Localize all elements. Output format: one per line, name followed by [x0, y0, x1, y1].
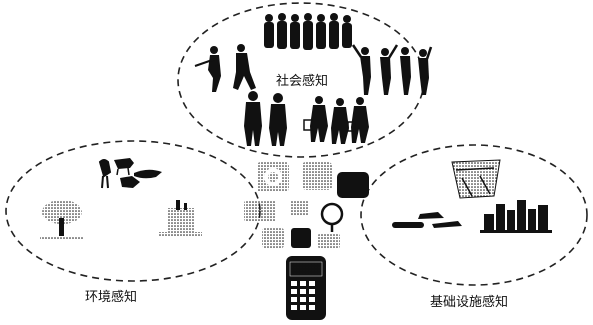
- smartphone-icon: [286, 256, 326, 320]
- infrastructure-perception-label: 基础设施感知: [430, 295, 509, 310]
- app-icons: [244, 162, 369, 248]
- social-crowd-icon: [264, 13, 352, 50]
- golfer-icon: [194, 44, 256, 92]
- vehicles-icon: [392, 212, 462, 228]
- crane-icon: [98, 159, 112, 189]
- tree-icon: [40, 200, 84, 240]
- bridge-icon: [451, 159, 501, 199]
- shopping-people-icon: [244, 91, 369, 146]
- factory-icon: [158, 200, 202, 236]
- city-skyline-icon: [480, 200, 552, 233]
- animals-icon: [114, 158, 162, 188]
- cheering-people-icon: [351, 44, 433, 95]
- environment-perception-label: 环境感知: [85, 290, 138, 305]
- social-perception-label: 社会感知: [276, 74, 329, 89]
- infrastructure-ellipse: [360, 144, 588, 286]
